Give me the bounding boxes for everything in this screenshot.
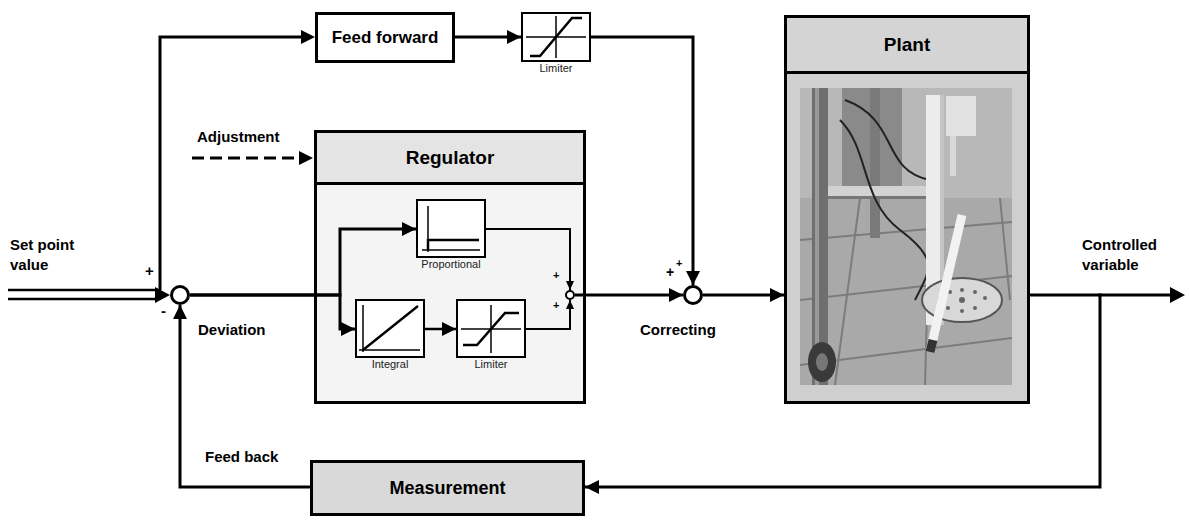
icon-fill [355, 299, 425, 358]
signal-connector [486, 229, 570, 290]
plant-fill [784, 15, 1030, 404]
signal-label: Correcting [640, 320, 740, 340]
box-text: Feed forward [332, 28, 439, 48]
limiter-symbol [461, 305, 521, 353]
panel-header: Plant [787, 18, 1027, 74]
signal-connector [455, 36, 521, 39]
signal-label: Feed back [205, 447, 305, 467]
signal-connector [703, 294, 784, 297]
sign-text: + [676, 258, 682, 269]
limiter-symbol [526, 16, 586, 58]
feed-forward-branch [160, 37, 302, 290]
sign-text: + [553, 300, 559, 311]
sign-text: + [145, 263, 154, 278]
panel-title: Regulator [406, 147, 495, 169]
process-box: Feed forward [315, 12, 455, 63]
signal-connector [591, 37, 693, 285]
regulator-fill [314, 130, 586, 404]
panel-title: Plant [884, 34, 930, 56]
block-caption: Proportional [421, 258, 480, 271]
regulator-panel: RegulatorProportionalIntegralLimiter++ [314, 130, 586, 404]
signal-label: Controlled variable [1082, 235, 1182, 275]
signal-label: Adjustment [197, 127, 307, 147]
limiter-block: Limiter [456, 299, 526, 358]
signal-label: Deviation [198, 320, 298, 340]
summing-junction: +- [170, 285, 190, 305]
icon-fill [521, 12, 591, 62]
signal-connector [425, 328, 456, 331]
arrowhead [301, 30, 315, 44]
signal-connector [575, 294, 683, 297]
output-line [1098, 294, 1172, 297]
proportional-symbol [422, 206, 480, 252]
sign-text: + [553, 270, 559, 281]
icon-fill [456, 299, 526, 358]
measurement-box: Measurement [310, 460, 585, 516]
sign-text: - [161, 303, 166, 318]
plant-panel: Plant [784, 15, 1030, 404]
signal-connector [526, 300, 570, 329]
block-caption: Integral [372, 358, 409, 371]
summing-junction: ++ [683, 285, 703, 305]
integral-block: Integral [355, 299, 425, 358]
signal-connector [180, 305, 310, 487]
integral-symbol [359, 305, 420, 352]
icon-fill [416, 199, 486, 258]
signal-connector [585, 295, 1100, 487]
signal-connector [190, 229, 416, 295]
plant-photo [800, 88, 1012, 385]
block-caption: Limiter [539, 62, 572, 75]
summing-junction: ++ [565, 290, 575, 300]
block-caption: Limiter [474, 358, 507, 371]
limiter-block: Limiter [521, 12, 591, 62]
box-text: Measurement [389, 478, 505, 499]
panel-header: Regulator [317, 133, 583, 185]
arrowhead [155, 287, 170, 303]
adjustment-arrow [192, 157, 300, 160]
signal-label: Set point value [10, 235, 98, 275]
arrowhead [299, 151, 313, 165]
proportional-block: Proportional [416, 199, 486, 258]
arrowhead [1170, 287, 1185, 303]
sign-text: + [666, 265, 674, 279]
set-point-line [8, 290, 158, 299]
